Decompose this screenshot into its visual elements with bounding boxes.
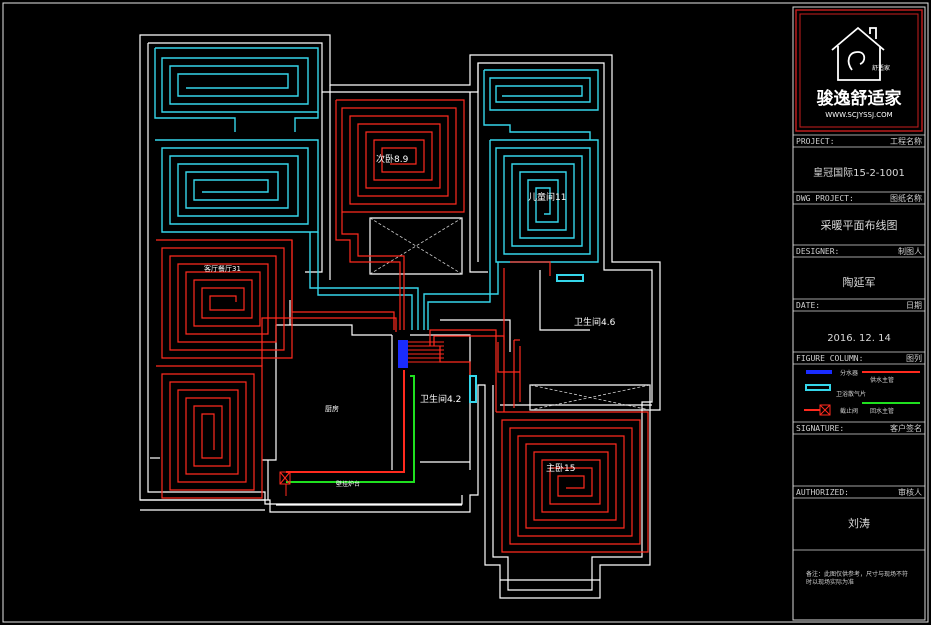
note-line2: 时以现场实际为准 (806, 578, 854, 586)
walls (139, 34, 661, 599)
authorized-label-en: AUTHORIZED: (796, 488, 849, 497)
manifold (398, 340, 408, 368)
date-label-cn: 日期 (906, 301, 922, 310)
room-label-kitchen: 厨房 (325, 404, 339, 413)
legend-valve: 截止阀 (840, 407, 858, 415)
figure-label-en: FIGURE COLUMN: (796, 354, 863, 363)
legend-return-pipe: 回水主管 (870, 407, 894, 415)
room-label-bath-b: 卫生间4.2 (420, 393, 461, 405)
room-label-boiler: 壁挂炉台 (336, 480, 360, 488)
room-label-bedroom-b: 儿童间11 (528, 191, 566, 203)
project-label-en: PROJECT: (796, 137, 835, 146)
authorized-value: 刘涛 (848, 516, 870, 530)
legend-heating-pipe: 供水主管 (870, 376, 894, 384)
manifold-feeds (279, 274, 584, 496)
dwg-label-cn: 图纸名称 (890, 193, 922, 203)
room-labels: 次卧8.9 儿童间11 客厅餐厅31 卫生间4.6 卫生间4.2 厨房 主卧15… (204, 153, 616, 488)
project-label-cn: 工程名称 (890, 136, 922, 146)
room-label-master: 主卧15 (546, 462, 575, 474)
figure-label-cn: 图列 (906, 353, 922, 363)
authorized-label-cn: 审核人 (898, 487, 922, 497)
project-value: 皇冠国际15-2-1001 (813, 166, 905, 179)
heating-loops-cyan (154, 47, 599, 330)
bath-radiator-b (469, 375, 477, 403)
title-block: 舒适家 骏逸舒适家 WWW.SCJYSSJ.COM PROJECT: 工程名称 … (792, 6, 926, 621)
shaft-crosses (369, 217, 651, 411)
signature-label-cn: 客户签名 (890, 423, 922, 433)
legend-vent: 卫浴散气片 (836, 390, 866, 398)
dwg-value: 采暖平面布线图 (821, 218, 898, 232)
date-value: 2016. 12. 14 (827, 333, 891, 344)
designer-value: 陶延军 (843, 275, 876, 289)
room-label-living: 客厅餐厅31 (204, 264, 241, 273)
designer-label-en: DESIGNER: (796, 247, 839, 256)
house-logo-icon (831, 26, 885, 81)
signature-label-en: SIGNATURE: (796, 424, 844, 433)
legend: 分水器 供水主管 卫浴散气片 回水主管 截止阀 (804, 369, 920, 416)
dwg-label-en: DWG PROJECT: (796, 194, 854, 203)
bath-radiator-a (556, 274, 584, 282)
note-line1: 备注：此图仅供参考，尺寸与现场不符 (806, 570, 908, 578)
logo-name: 骏逸舒适家 (817, 88, 902, 109)
heating-loops-red (156, 99, 649, 553)
room-label-bath-a: 卫生间4.6 (574, 316, 616, 328)
logo-mark-text: 舒适家 (872, 64, 890, 72)
room-label-bedroom-a: 次卧8.9 (376, 153, 409, 165)
legend-manifold: 分水器 (840, 369, 858, 377)
date-label-en: DATE: (796, 301, 820, 310)
boiler-valve (279, 471, 291, 485)
logo-url: WWW.SCJYSSJ.COM (825, 111, 892, 119)
designer-label-cn: 制图人 (898, 246, 922, 256)
